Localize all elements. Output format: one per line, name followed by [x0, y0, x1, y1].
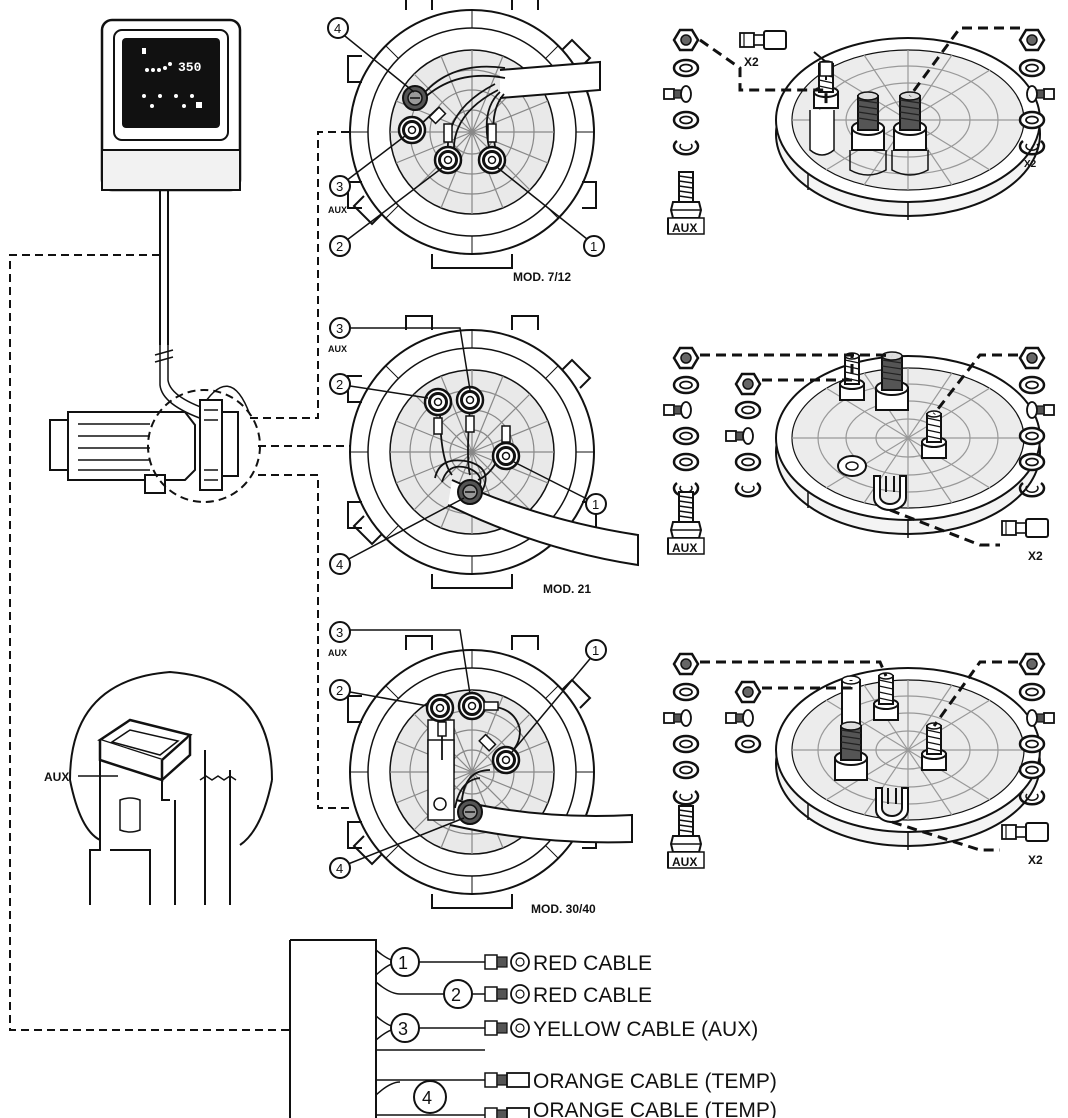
aux-label-3: AUX [672, 855, 697, 869]
svg-text:3: 3 [336, 625, 343, 640]
legend-text-5: ORANGE CABLE (TEMP) [533, 1099, 777, 1118]
aux-label-2: AUX [672, 541, 697, 555]
electrode-cap-mod-21: MOD. 21 [347, 315, 639, 596]
legend-text-3: YELLOW CABLE (AUX) [533, 1018, 758, 1041]
x2-label-3: X2 [1028, 549, 1043, 563]
svg-text:2: 2 [336, 239, 343, 254]
electrode-cap-mod-30-40: MOD. 30/40 [347, 635, 633, 916]
legend-row-1: 1 RED CABLE [390, 947, 652, 977]
callouts-mod-7-12: 4 3 AUX 2 1 [327, 17, 605, 257]
electrolysis-cell [49, 389, 261, 503]
svg-text:4: 4 [336, 861, 343, 876]
svg-text:1: 1 [592, 643, 599, 658]
callouts-mod-30-40: 3 AUX 2 1 4 [328, 621, 607, 879]
connection-lines [9, 131, 350, 1031]
electrode-cap-mod-7-12: MOD. 7/12 [347, 0, 601, 284]
cutaway-aux-label: AUX [44, 770, 69, 784]
svg-text:AUX: AUX [328, 205, 347, 215]
cell-cutaway: AUX [44, 670, 273, 905]
x2-label-2: X2 [1024, 159, 1037, 170]
legend-row-5: ORANGE CABLE (TEMP) [484, 1099, 777, 1118]
legend-text-1: RED CABLE [533, 952, 652, 975]
svg-text:1: 1 [592, 497, 599, 512]
mod-30-40-label: MOD. 30/40 [531, 902, 596, 916]
svg-text:4: 4 [334, 21, 341, 36]
legend-row-3: 3 YELLOW CABLE (AUX) [390, 1013, 758, 1043]
svg-text:1: 1 [590, 239, 597, 254]
svg-text:3: 3 [398, 1019, 408, 1039]
display-readout: 350 [178, 60, 202, 75]
legend-row-2: 2 RED CABLE [443, 979, 652, 1009]
exploded-view-mod-30-40: AUX X2 [663, 652, 1055, 869]
svg-text:3: 3 [336, 179, 343, 194]
svg-text:3: 3 [336, 321, 343, 336]
x2-label-4: X2 [1028, 853, 1043, 867]
svg-text:2: 2 [451, 985, 461, 1005]
callouts-mod-21: 3 AUX 2 1 4 [328, 317, 607, 575]
aux-label-1: AUX [672, 221, 697, 235]
exploded-view-mod-21: AUX X2 [663, 346, 1055, 563]
svg-text:2: 2 [336, 683, 343, 698]
svg-text:AUX: AUX [328, 648, 347, 658]
svg-text:1: 1 [398, 953, 408, 973]
x2-label-1: X2 [744, 55, 759, 69]
legend-text-2: RED CABLE [533, 984, 652, 1007]
mod-7-12-label: MOD. 7/12 [513, 270, 571, 284]
mod-21-label: MOD. 21 [543, 582, 591, 596]
cable-legend: 1 RED CABLE 2 RED CABLE 3 YELLOW CABLE (… [289, 939, 777, 1118]
legend-text-4: ORANGE CABLE (TEMP) [533, 1070, 777, 1093]
svg-text:AUX: AUX [328, 344, 347, 354]
svg-text:4: 4 [422, 1088, 432, 1108]
exploded-view-mod-7-12: X2 AUX X2 [663, 26, 1055, 235]
svg-text:2: 2 [336, 377, 343, 392]
svg-text:4: 4 [336, 557, 343, 572]
legend-row-4: 4 ORANGE CABLE (TEMP) [413, 1070, 777, 1114]
control-unit: 350 [100, 18, 251, 421]
